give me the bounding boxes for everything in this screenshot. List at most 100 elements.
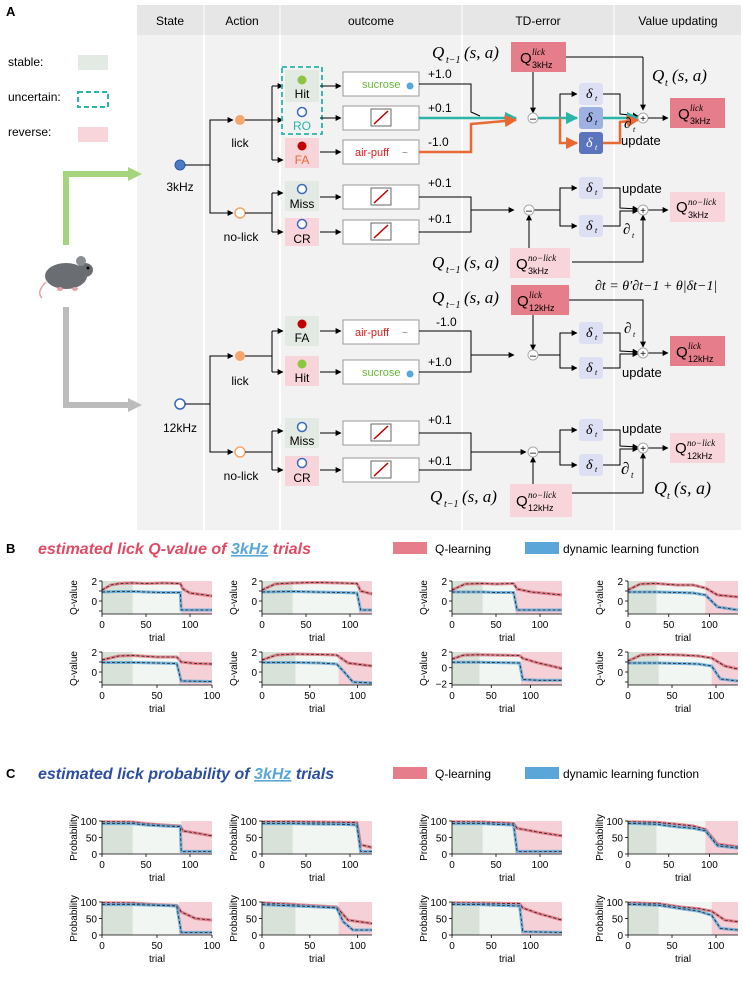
condition-legend: stable: uncertain: reverse: <box>8 55 109 142</box>
result-sucrose-12: sucrose <box>342 359 420 385</box>
green-arrow <box>63 171 132 245</box>
action-lick-dot-3 <box>235 115 245 125</box>
svg-text:no−lick: no−lick <box>528 253 557 263</box>
svg-text:Q: Q <box>676 344 688 361</box>
reward-miss-12: +0.1 <box>428 413 452 427</box>
y-tick-label: 50 <box>246 915 258 926</box>
x-axis-label: trial <box>149 954 165 965</box>
outcome-fa-12-label: FA <box>295 331 310 345</box>
panel-a: A State Action outcome TD-error Value up… <box>6 4 741 530</box>
outcome-hit-12: Hit <box>285 356 319 386</box>
header-state-bg <box>137 5 203 35</box>
update-12-nolick: update <box>622 421 662 436</box>
svg-text:(s, a): (s, a) <box>464 288 499 307</box>
header-tderror: TD-error <box>515 14 560 28</box>
svg-text:t: t <box>595 368 598 377</box>
x-tick-label: 100 <box>349 941 366 952</box>
svg-text:t: t <box>595 143 598 152</box>
x-tick-label: 50 <box>486 691 498 702</box>
dynamic-dash-line <box>452 661 562 681</box>
legend-uncertain-swatch <box>77 91 109 108</box>
qbox-lick-3-src-sup: lick <box>532 47 546 57</box>
y-tick-label: 50 <box>612 915 624 926</box>
x-tick-label: 0 <box>99 620 105 631</box>
result-none-miss3 <box>342 184 420 210</box>
x-tick-label: 100 <box>701 620 718 631</box>
x-tick-label: 100 <box>701 860 718 871</box>
qbox-lick-3-new: Q lick 3kHz <box>670 98 725 128</box>
stable-region <box>452 902 480 935</box>
svg-text:12kHz: 12kHz <box>529 303 555 313</box>
y-tick-label: 0 <box>441 850 447 861</box>
qlearning-dash-line <box>451 821 563 837</box>
outcome-cr-12: CR <box>285 456 319 486</box>
header-state: State <box>156 14 184 28</box>
svg-text:t: t <box>631 470 634 480</box>
td-minus-3-lick-sym: – <box>530 113 537 125</box>
qprev-top: Q t−1 (s, a) <box>432 43 499 66</box>
x-tick-label: 0 <box>449 691 455 702</box>
column-headers: State Action outcome TD-error Value upda… <box>137 5 741 35</box>
y-tick-label: 2 <box>91 648 97 659</box>
y-axis-label: Probability <box>419 895 430 942</box>
x-tick-label: 50 <box>140 620 152 631</box>
y-tick-label: 100 <box>606 898 623 909</box>
x-axis-label: trial <box>309 633 325 644</box>
td-lines-12-nolick <box>419 427 669 494</box>
qbox-lick-12-new: Q lick 12kHz <box>670 336 725 366</box>
header-outcome: outcome <box>348 14 394 28</box>
qlearning-dash-line <box>627 902 739 923</box>
y-axis-label: Probability <box>595 814 606 861</box>
qbox-lick-12-src: Q lick 12kHz <box>511 285 569 315</box>
y-axis-label: Q-value <box>229 580 240 615</box>
stable-region <box>628 652 659 685</box>
legend-reverse-label: reverse: <box>8 125 51 139</box>
stable-region <box>628 902 659 935</box>
svg-text:t: t <box>595 226 598 235</box>
y-tick-label: 100 <box>240 817 257 828</box>
qlearning-dash-line <box>451 654 563 669</box>
outcome-miss-label: Miss <box>290 197 315 211</box>
y-tick-label: 0 <box>91 597 97 608</box>
dynamic-dash-line <box>261 904 372 931</box>
y-tick-label: 50 <box>246 834 258 845</box>
outcome-ro-label: RO <box>293 119 311 133</box>
qlearning-dash-line <box>261 582 373 595</box>
y-tick-label: 0 <box>251 597 257 608</box>
action-nolick-12: no-lick <box>224 469 260 483</box>
svg-text:12kHz: 12kHz <box>687 451 713 461</box>
x-tick-label: 0 <box>259 860 265 871</box>
svg-text:t: t <box>595 333 598 342</box>
x-tick-label: 50 <box>666 941 678 952</box>
svg-text:Q: Q <box>432 288 444 307</box>
dynamic-dash-line <box>261 591 372 611</box>
x-axis-label: trial <box>309 704 325 715</box>
dt-3-nolick: ∂t <box>623 222 635 240</box>
x-tick-label: 100 <box>349 691 366 702</box>
qlearning-line <box>101 581 213 598</box>
svg-text:∂: ∂ <box>624 116 631 132</box>
result-airpuff-3-text: air-puff <box>355 147 390 159</box>
x-tick-label: 50 <box>304 691 316 702</box>
x-tick-label: 50 <box>486 941 498 952</box>
x-tick-label: 100 <box>182 620 199 631</box>
x-axis-label: trial <box>499 633 515 644</box>
svg-text:no−lick: no−lick <box>687 438 716 448</box>
svg-text:t: t <box>595 118 598 127</box>
svg-text:t: t <box>633 125 636 134</box>
reward-miss-3: +0.1 <box>428 176 452 190</box>
airpuff-icon: ~ <box>402 148 408 159</box>
update-3-nolick: update <box>622 181 662 196</box>
svg-text:δ: δ <box>586 136 593 151</box>
outcome-cr-12-label: CR <box>293 471 311 485</box>
svg-text:δ: δ <box>586 87 593 102</box>
y-tick-label: 0 <box>617 850 623 861</box>
svg-text:lick: lick <box>688 341 702 351</box>
outcome-to-result-arrows <box>320 83 342 473</box>
